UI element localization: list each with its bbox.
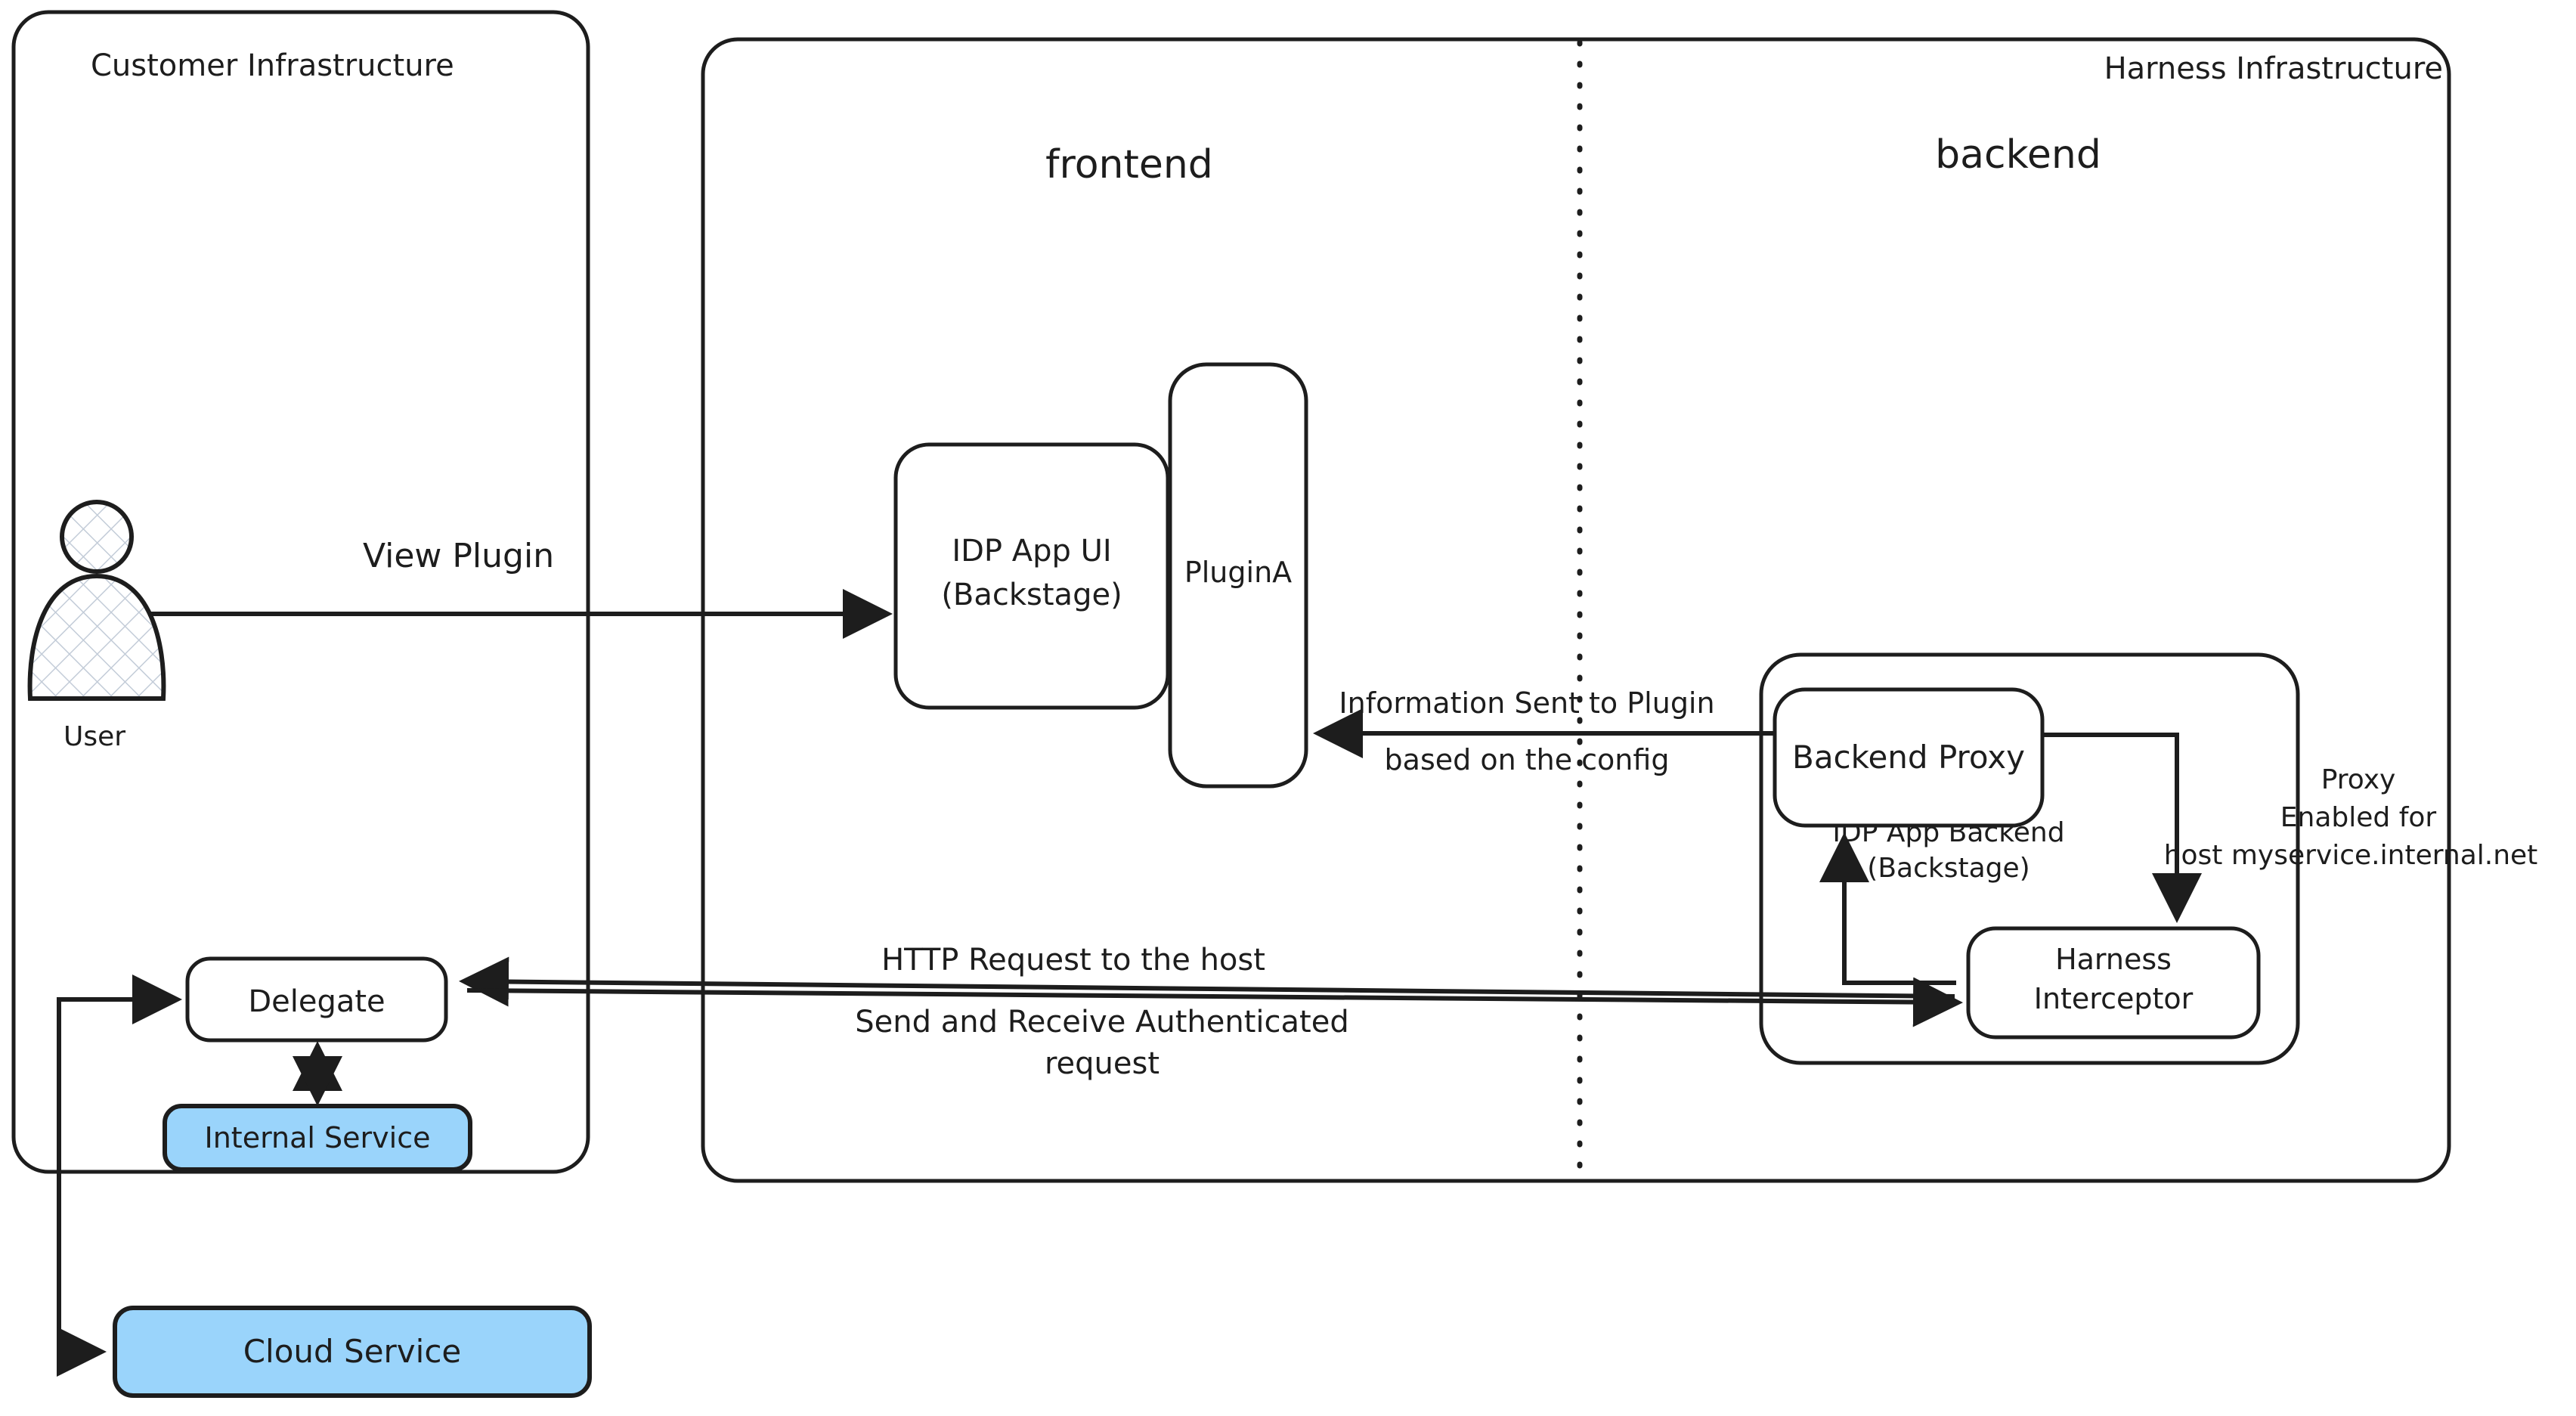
edge-line [2042, 733, 2202, 923]
customer-infrastructure-label: Customer Infrastructure [91, 48, 454, 83]
edge-label-view-plugin: View Plugin [363, 537, 554, 575]
edge-label-proxy-enabled-line1: Proxy [2321, 764, 2396, 795]
node-idp-app-ui[interactable]: IDP App UI (Backstage) [893, 442, 1170, 710]
edge-line [57, 974, 182, 1377]
user-body-icon [27, 573, 166, 701]
idp-app-ui-label-line1: IDP App UI [952, 534, 1111, 569]
edge-label-proxy-enabled-line3: host myservice.internal.net [2164, 840, 2538, 871]
edge-line-inbound [459, 956, 1955, 1007]
idp-app-backend-label-line2: (Backstage) [1867, 853, 2030, 884]
harness-interceptor-label-line2: Interceptor [2034, 982, 2194, 1015]
node-cloud-service[interactable]: Cloud Service [113, 1306, 592, 1398]
delegate-label: Delegate [248, 984, 385, 1019]
container-harness-infrastructure: Harness Infrastructure frontend backend [701, 37, 2451, 1183]
backend-proxy-label: Backend Proxy [1792, 739, 2025, 776]
edge-line-outbound [466, 977, 1963, 1027]
edge-backend-proxy-to-interceptor: Proxy Enabled for host myservice.interna… [2042, 733, 2538, 923]
harness-interceptor-box [1966, 926, 2261, 1040]
edge-delegate-to-harness-interceptor: HTTP Request to the host Send and Receiv… [459, 943, 1963, 1081]
cloud-service-label: Cloud Service [243, 1333, 462, 1370]
edge-label-send-receive-line1: Send and Receive Authenticated [855, 1005, 1348, 1040]
actor-user[interactable]: User [27, 500, 166, 752]
edge-label-proxy-enabled-line2: Enabled for [2280, 802, 2437, 833]
idp-app-backend-box [1759, 652, 2300, 1065]
harness-interceptor-label-line1: Harness [2055, 943, 2172, 976]
node-delegate[interactable]: Delegate [185, 956, 448, 1043]
delegate-box [185, 956, 448, 1043]
edge-label-information-sent-line1: Information Sent to Plugin [1339, 686, 1714, 720]
edge-backend-proxy-to-plugin-a: Information Sent to Plugin based on the … [1313, 686, 1775, 776]
internal-service-label: Internal Service [205, 1121, 431, 1154]
node-plugin-a[interactable]: PluginA [1168, 362, 1308, 789]
node-harness-interceptor[interactable]: Harness Interceptor [1966, 926, 2261, 1040]
harness-infrastructure-label: Harness Infrastructure [2104, 51, 2443, 86]
zone-label-frontend: frontend [1045, 142, 1213, 187]
edge-label-send-receive-line2: request [1045, 1046, 1160, 1081]
user-head-icon [60, 500, 134, 574]
edge-label-information-sent-line2: based on the config [1385, 743, 1670, 776]
harness-infrastructure-box [701, 37, 2451, 1183]
node-internal-service[interactable]: Internal Service [163, 1104, 472, 1172]
node-backend-proxy[interactable]: Backend Proxy [1773, 687, 2045, 828]
plugin-a-label: PluginA [1184, 556, 1292, 589]
edge-user-to-idp-app-ui: View Plugin [148, 537, 893, 639]
edge-delegate-to-cloud-service [57, 974, 182, 1377]
idp-app-ui-box [893, 442, 1170, 710]
backend-proxy-box [1773, 687, 2045, 828]
idp-app-ui-label-line2: (Backstage) [941, 578, 1122, 612]
plugin-a-box [1168, 362, 1308, 789]
zone-label-backend: backend [1935, 132, 2101, 178]
edge-label-http-request: HTTP Request to the host [881, 943, 1265, 978]
user-label: User [63, 721, 125, 752]
